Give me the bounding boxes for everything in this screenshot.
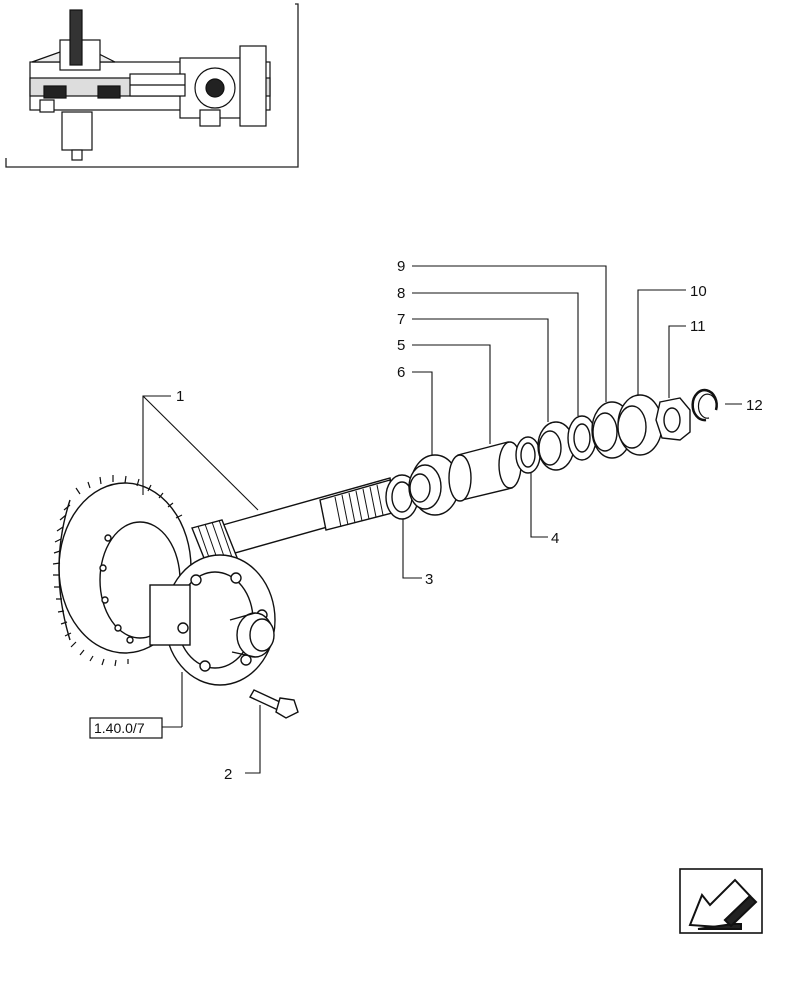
- spacer-5: [448, 441, 522, 502]
- callout-3: 3: [425, 571, 433, 588]
- bolt: [249, 689, 299, 719]
- bearing-6: [408, 454, 460, 516]
- callout-12: 12: [746, 397, 763, 414]
- callout-8: 8: [397, 285, 405, 302]
- callout-2: 2: [224, 766, 232, 783]
- callout-5: 5: [397, 337, 405, 354]
- axle-assembly-thumbnail[interactable]: [5, 3, 299, 168]
- reference-link[interactable]: 1.40.0/7: [89, 717, 182, 739]
- flange-10: [617, 394, 663, 456]
- bearing-7: [537, 421, 575, 471]
- differential-flange: [149, 554, 276, 686]
- callout-1: 1: [176, 388, 184, 405]
- callout-11: 11: [690, 318, 706, 335]
- callout-10: 10: [690, 283, 707, 300]
- callouts: 1 2 3 4 5 6 7 8 9 10 11 12: [176, 258, 763, 783]
- leader-lines: [142, 265, 742, 774]
- nut-11: [655, 397, 691, 441]
- callout-7: 7: [397, 311, 405, 328]
- reference-label: 1.40.0/7: [94, 720, 145, 736]
- callout-6: 6: [397, 364, 405, 381]
- back-arrow-icon[interactable]: [679, 868, 763, 934]
- callout-4: 4: [551, 530, 559, 547]
- callout-9: 9: [397, 258, 405, 275]
- snap-ring-12: [691, 388, 718, 422]
